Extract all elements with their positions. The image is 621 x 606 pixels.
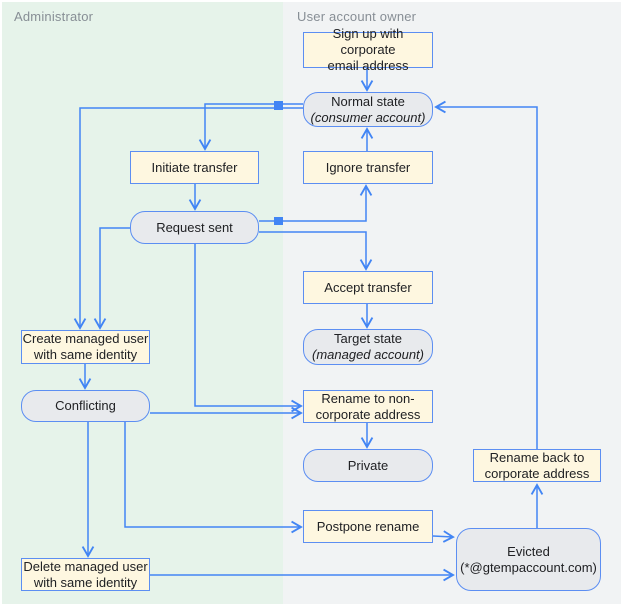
- node-sublabel: with same identity: [33, 574, 138, 590]
- node-target-state: Target state(managed account): [303, 329, 433, 365]
- node-sublabel: corporate address: [315, 406, 421, 422]
- node-accept-transfer: Accept transfer: [303, 271, 433, 304]
- lane-administrator: Administrator: [2, 2, 283, 604]
- edge-junction-marker-2: [274, 217, 283, 225]
- edge-request-sent-to-create-managed-user-with-same-identity: [93, 227, 130, 330]
- node-label: Delete managed user: [23, 558, 148, 574]
- node-label: Postpone rename: [316, 518, 420, 534]
- node-evicted: Evicted(*@gtempaccount.com): [456, 528, 601, 591]
- node-sublabel: corporate address: [484, 465, 590, 481]
- node-label: Rename back to: [489, 449, 585, 465]
- edge-request-sent-to-ignore-transfer: [259, 184, 373, 222]
- node-label: Sign up with corporate: [332, 26, 404, 57]
- node-label: Create managed user: [22, 331, 149, 346]
- node-rename-to-non-corporate-address: Rename to non-corporate address: [303, 390, 433, 423]
- node-label: Normal state: [331, 93, 405, 109]
- node-sublabel: (*@gtempaccount.com): [460, 559, 597, 575]
- node-label: Rename to non-: [321, 390, 415, 406]
- node-label: Initiate transfer: [151, 159, 238, 175]
- node-label: Request sent: [156, 219, 233, 235]
- node-conflicting: Conflicting: [21, 390, 150, 422]
- node-sublabel: email address: [327, 58, 409, 73]
- node-label: Target state: [334, 331, 402, 346]
- node-ignore-transfer: Ignore transfer: [303, 151, 433, 184]
- node-label: Accept transfer: [324, 279, 412, 295]
- edge-junction-marker-1: [274, 101, 283, 110]
- edge-rename-back-to-corporate-address-to-normal-state: [434, 100, 538, 449]
- node-initiate-transfer: Initiate transfer: [130, 151, 259, 184]
- node-label: Private: [347, 457, 389, 473]
- edge-conflicting-to-postpone-rename: [124, 422, 303, 534]
- node-request-sent: Request sent: [130, 211, 259, 244]
- edge-postpone-rename-to-evicted: [432, 530, 455, 543]
- node-sublabel: (managed account): [311, 347, 424, 362]
- node-private: Private: [303, 449, 433, 482]
- node-label: Ignore transfer: [325, 159, 411, 175]
- node-label: Evicted: [507, 543, 550, 559]
- lane-administrator-title: Administrator: [14, 9, 94, 24]
- node-postpone-rename: Postpone rename: [303, 510, 433, 543]
- edge-request-sent-to-rename-to-non-corporate-address: [194, 244, 303, 413]
- edge-normal-state-to-initiate-transfer: [198, 103, 303, 151]
- node-label: Conflicting: [55, 398, 116, 413]
- node-normal-state: Normal state(consumer account): [303, 92, 433, 127]
- lane-user-account-owner-title: User account owner: [297, 9, 417, 24]
- edge-request-sent-to-accept-transfer: [259, 231, 373, 271]
- edge-normal-state-to-create-managed-user-with-same-identity: [73, 107, 303, 330]
- node-sublabel: (consumer account): [310, 109, 426, 125]
- node-sublabel: with same identity: [33, 347, 138, 362]
